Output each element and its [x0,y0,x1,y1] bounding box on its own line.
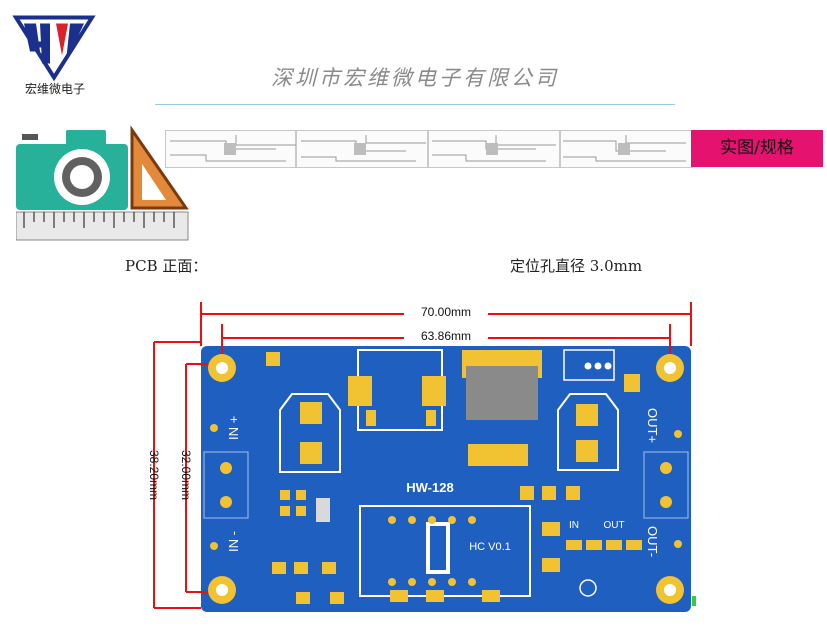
board-version: HC V0.1 [469,541,511,553]
in-small-label: IN [569,520,579,531]
dim-height-inner: 32.00mm [179,450,193,500]
board-model: HW-128 [406,480,453,495]
logo-text: 宏维微电子 [24,82,85,96]
hv-logo [12,15,96,82]
in-plus-label: IN + [226,416,241,440]
dim-width-inner: 63.86mm [421,329,471,343]
tab-photo-spec[interactable]: 实图/规格 [691,130,823,167]
dim-width-outer: 70.00mm [421,305,471,319]
out-minus-label: OUT- [645,526,660,557]
dim-height-outer: 38.20mm [147,450,161,500]
mounting-holes [208,354,684,604]
hole-diameter-spec: 定位孔直径 3.0mm [510,257,643,275]
camera-ruler-icon [16,126,189,241]
pcb-front-label: PCB 正面： [125,257,208,275]
circuit-banner [165,130,693,168]
header-divider [155,104,675,105]
pcb-board-drawing: 70.00mm 63.86mm 38.20mm 32.00mm IN + IN … [147,302,696,612]
in-minus-label: IN - [226,531,241,552]
company-name: 深圳市宏维微电子有限公司 [271,66,559,90]
out-plus-label: OUT+ [645,408,660,443]
out-small-label: OUT [603,520,624,531]
